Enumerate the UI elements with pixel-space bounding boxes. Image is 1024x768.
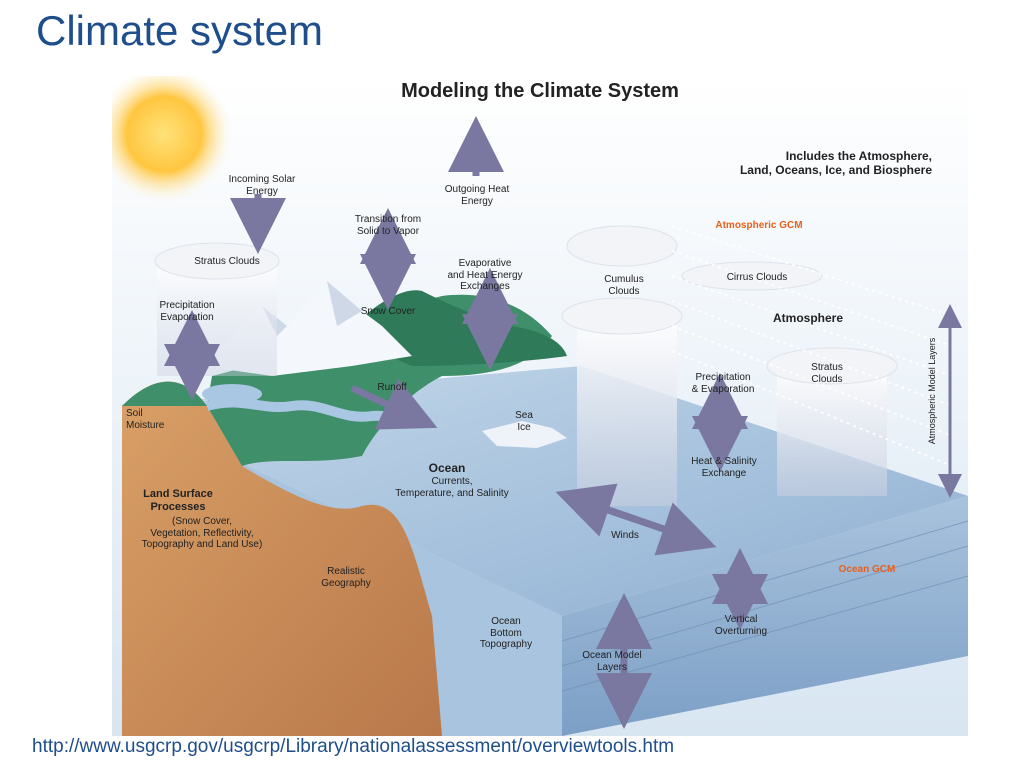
label-realistic-geography: Realistic Geography <box>321 566 371 589</box>
figure-title: Modeling the Climate System <box>401 80 679 102</box>
climate-system-diagram: Modeling the Climate System Includes the… <box>112 76 968 736</box>
label-vertical-overturning: Vertical Overturning <box>714 614 768 637</box>
label-ocean-bottom: Ocean Bottom Topography <box>479 616 533 650</box>
label-outgoing-heat: Outgoing Heat Energy <box>444 184 510 207</box>
label-snow-cover: Snow Cover <box>360 306 416 317</box>
label-atm-model-layers: Atmospheric Model Layers <box>927 337 937 445</box>
label-stratus-right: Stratus Clouds <box>811 362 843 385</box>
label-precip-evap-left: Precipitation Evaporation <box>159 300 215 323</box>
label-ocean: Ocean <box>428 461 466 475</box>
label-incoming-solar: Incoming Solar Energy <box>228 174 296 197</box>
source-url: http://www.usgcrp.gov/usgcrp/Library/nat… <box>32 736 675 757</box>
label-stratus-left: Stratus Clouds <box>194 256 260 267</box>
label-transition: Transition from Solid to Vapor <box>354 214 422 237</box>
label-land-surface-sub: (Snow Cover, Vegetation, Reflectivity, T… <box>141 516 263 550</box>
label-ocean-model-layers: Ocean Model Layers <box>582 650 642 673</box>
label-atmospheric-gcm: Atmospheric GCM <box>715 220 803 231</box>
label-runoff: Runoff <box>377 382 407 393</box>
label-sea-ice: Sea Ice <box>515 410 533 433</box>
label-heat-salinity: Heat & Salinity Exchange <box>691 456 757 479</box>
label-soil-moisture: Soil Moisture <box>126 408 165 431</box>
label-ocean-gcm: Ocean GCM <box>838 564 896 575</box>
figure-subtitle: Includes the Atmosphere, Land, Oceans, I… <box>739 149 932 177</box>
label-land-surface-title: Land Surface Processes <box>143 488 213 513</box>
sun-icon <box>112 76 232 202</box>
label-winds: Winds <box>611 530 639 541</box>
label-precip-evap-right: Precipitation & Evaporation <box>691 372 755 395</box>
label-cumulus: Cumulus Clouds <box>604 274 644 297</box>
label-evaporative: Evaporative and Heat Energy Exchanges <box>447 258 523 292</box>
label-atmosphere: Atmosphere <box>772 311 843 325</box>
label-ocean-sub: Currents, Temperature, and Salinity <box>395 476 509 499</box>
slide-title: Climate system <box>36 7 324 54</box>
label-cirrus: Cirrus Clouds <box>726 272 788 283</box>
diagram-artwork <box>112 76 968 736</box>
